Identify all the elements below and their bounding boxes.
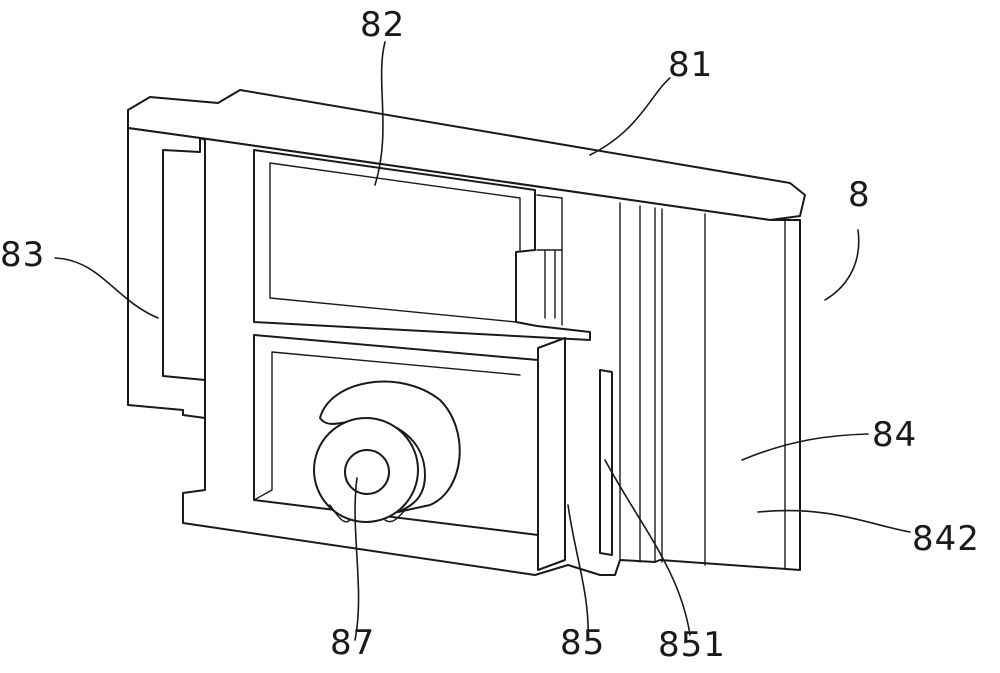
left-bracket: [128, 110, 205, 418]
label-84: 84: [872, 418, 917, 452]
block-85: [538, 338, 565, 570]
label-842: 842: [912, 522, 980, 556]
label-82: 82: [360, 8, 405, 42]
label-83: 83: [0, 238, 45, 272]
label-87: 87: [330, 626, 375, 660]
label-81: 81: [668, 48, 713, 82]
leader-8: [825, 230, 859, 300]
leader-81: [590, 78, 670, 155]
coil-hole: [345, 450, 389, 494]
label-851: 851: [658, 628, 726, 662]
label-85: 85: [560, 626, 605, 660]
label-8: 8: [848, 178, 871, 212]
